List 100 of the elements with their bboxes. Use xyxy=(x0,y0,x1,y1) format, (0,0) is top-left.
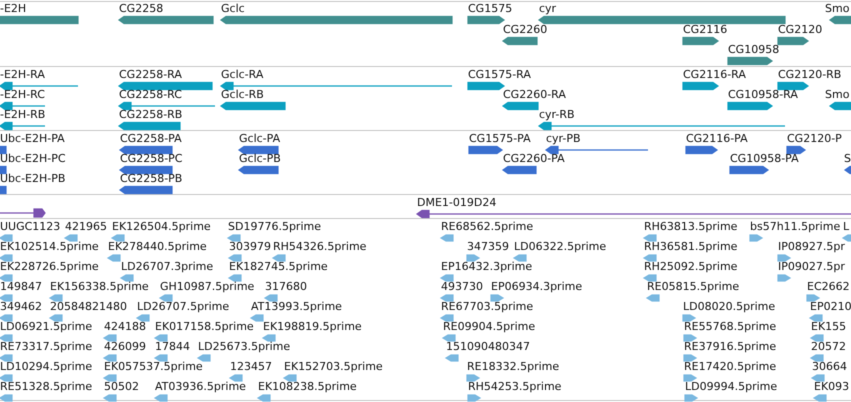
feature-label: CG2120-P xyxy=(787,132,842,145)
feature-label: LD08020.5prime xyxy=(683,300,776,313)
feature-label: Ubc-E2H-PB xyxy=(0,172,66,185)
feature-label: EC2662 xyxy=(807,280,850,293)
feature-label: AT03936.5prime xyxy=(155,380,246,393)
feature-label: bs57h11.5prime xyxy=(750,220,840,233)
feature-label: 317680 xyxy=(265,280,307,293)
feature-label: RE68562.5prime xyxy=(441,220,534,233)
feature-label: EK057537.5prime xyxy=(104,360,203,373)
feature-label: 20584821480 xyxy=(50,300,127,313)
feature-label: Gclc-PA xyxy=(239,132,280,145)
feature-label: AT13993.5prime xyxy=(251,300,342,313)
feature-label: -E2H xyxy=(0,2,26,15)
feature-label: Ubc-E2H-PC xyxy=(0,152,66,165)
feature-label: CG2116-PA xyxy=(686,132,748,145)
feature-label: RH25092.5prime xyxy=(644,260,738,273)
feature-label: CG2258-RC xyxy=(119,88,182,101)
feature-label: L xyxy=(843,220,850,233)
feature-label: EK156338.5prime xyxy=(50,280,149,293)
feature-label: 20572 xyxy=(811,340,846,353)
feature-label: Gclc-RB xyxy=(221,88,264,101)
feature-label: CG2260 xyxy=(503,23,548,36)
feature-label: RH36581.5prime xyxy=(644,240,738,253)
feature-label: RE17420.5prime xyxy=(684,360,776,373)
feature-label: RE73317.5prime xyxy=(0,340,92,353)
feature-label: CG1575-RA xyxy=(468,68,531,81)
feature-label: CG1575 xyxy=(468,2,512,15)
feature-label: Smo xyxy=(825,88,850,101)
feature-label: Gclc-PB xyxy=(239,152,281,165)
feature-label: SD19776.5prime xyxy=(228,220,321,233)
feature-label: Ubc-E2H-PA xyxy=(0,132,65,145)
feature-label: RE18332.5prime xyxy=(467,360,560,373)
feature-label: CG10958-PA xyxy=(730,152,799,165)
feature-label: S xyxy=(844,152,851,165)
feature-label: GH10987.5prime xyxy=(160,280,254,293)
feature-label: IP08927.5pr xyxy=(778,240,845,253)
feature-label: 50502 xyxy=(104,380,139,393)
feature-label: EK102514.5prime xyxy=(0,240,99,253)
feature-label: LD10294.5prime xyxy=(0,360,92,373)
feature-label: LD06322.5prime xyxy=(514,240,606,253)
feature-label: EK126504.5prime xyxy=(112,220,211,233)
feature-label: CG2120-RB xyxy=(778,68,842,81)
feature-label: RE09904.5prime xyxy=(443,320,536,333)
feature-label: RE51328.5prime xyxy=(0,380,92,393)
feature-label: Gclc xyxy=(221,2,245,15)
feature-label: CG10958 xyxy=(728,43,780,56)
feature-label: IP09027.5pr xyxy=(778,260,845,273)
feature-label: 421965 xyxy=(65,220,107,233)
feature-label: CG2120 xyxy=(778,23,822,36)
feature-label: RE67703.5prime xyxy=(441,300,534,313)
feature-label: cyr-PB xyxy=(546,132,581,145)
feature-label: 426099 xyxy=(104,340,146,353)
feature-label: CG10958-RA xyxy=(728,88,798,101)
feature-label: EK182745.5prime xyxy=(229,260,328,273)
feature-label: EK108238.5prime xyxy=(258,380,357,393)
feature-label: CG2258-RB xyxy=(119,108,182,121)
feature-label: -E2H-RB xyxy=(0,108,46,121)
feature-label: 30664 xyxy=(812,360,847,373)
feature-label: cyr xyxy=(539,2,556,15)
feature-label: -E2H-RC xyxy=(0,88,45,101)
feature-label: CG2258-RA xyxy=(119,68,182,81)
feature-label: DME1-019D24 xyxy=(417,196,496,209)
feature-label: EP0210 xyxy=(810,300,851,313)
feature-label: Gclc-RA xyxy=(221,68,264,81)
feature-label: Smo xyxy=(825,2,850,15)
feature-label: EP06934.3prime xyxy=(491,280,582,293)
feature-label: EK278440.5prime xyxy=(108,240,207,253)
feature-label: 17844 xyxy=(155,340,190,353)
feature-label: EK093 xyxy=(814,380,850,393)
feature-label: CG1575-PA xyxy=(469,132,531,145)
feature-label: CG2116-RA xyxy=(683,68,746,81)
feature-label: RH54326.5prime xyxy=(273,240,366,253)
feature-label: CG2258-PB xyxy=(120,172,182,185)
feature-label: EK152703.5prime xyxy=(284,360,383,373)
feature-label: LD26707.5prime xyxy=(137,300,230,313)
feature-label: RH63813.5prime xyxy=(644,220,738,233)
feature-label: EK155 xyxy=(811,320,846,333)
feature-label: 349462 xyxy=(0,300,42,313)
feature-label: EK228726.5prime xyxy=(0,260,99,273)
feature-label: RE55768.5prime xyxy=(684,320,776,333)
feature-label: CG2258-PC xyxy=(120,152,182,165)
feature-label: 424188 xyxy=(104,320,146,333)
feature-label: CG2260-PA xyxy=(503,152,565,165)
feature-label: CG2258 xyxy=(119,2,164,15)
feature-label: CG2260-RA xyxy=(503,88,566,101)
feature-label: 123457 xyxy=(230,360,272,373)
feature-label: cyr-RB xyxy=(539,108,575,121)
feature-label: EK198819.5prime xyxy=(263,320,362,333)
feature-label: LD06921.5prime xyxy=(0,320,92,333)
feature-label: -E2H-RA xyxy=(0,68,45,81)
feature-label: LD26707.3prime xyxy=(121,260,214,273)
feature-label: EK017158.5prime xyxy=(155,320,254,333)
feature-label: CG2116 xyxy=(683,23,728,36)
feature-label: EP16432.3prime xyxy=(441,260,532,273)
feature-label: RE05815.5prime xyxy=(647,280,740,293)
feature-label: 347359 xyxy=(467,240,509,253)
feature-label: 149847 xyxy=(0,280,42,293)
feature-label: 151090480347 xyxy=(446,340,530,353)
feature-label: RE37916.5prime xyxy=(684,340,776,353)
feature-label: LD25673.5prime xyxy=(198,340,290,353)
